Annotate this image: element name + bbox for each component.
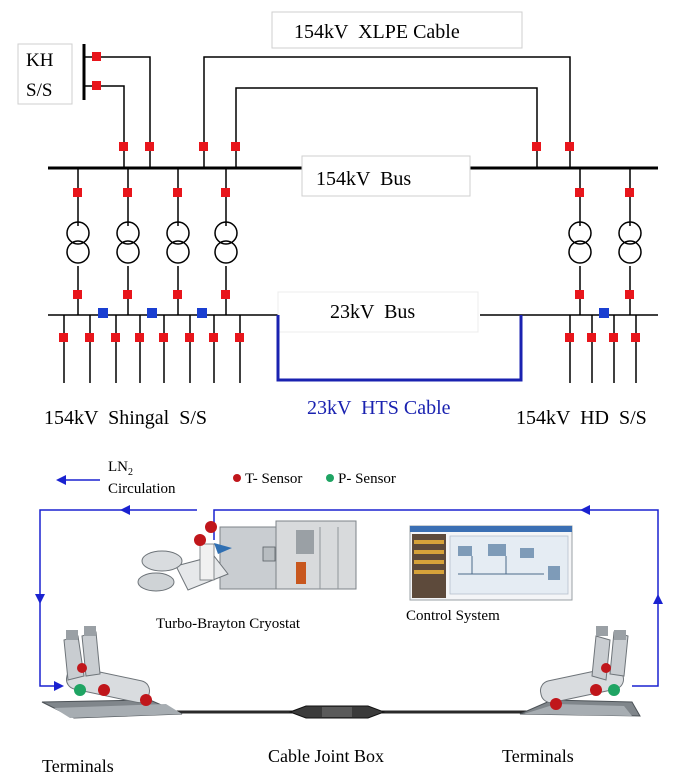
control-system-label: Control System [406,608,500,624]
flow-arrow-icon [653,594,663,604]
bus-23kv-label: 23kV Bus [330,301,415,323]
hts-cable-route [276,315,523,382]
bus154-label-box [301,155,471,197]
circuit-breaker [625,290,634,299]
circuit-breaker [575,188,584,197]
bus-tie-breaker [147,308,157,318]
circuit-breaker [123,290,132,299]
circuit-breaker [609,333,618,342]
bus-154kv-label: 154kV Bus [316,168,411,190]
bus-tie-breaker [98,308,108,318]
p-sensor-label: P- Sensor [338,471,396,487]
kh-label-box [17,43,73,105]
circuit-breaker [532,142,541,151]
circuit-breaker [73,188,82,197]
circuit-breaker [221,188,230,197]
circuit-breaker [135,333,144,342]
xlpe-label-box [271,11,523,49]
xlpe-cable-routes [84,56,571,168]
circuit-breaker [231,142,240,151]
circuit-breaker [575,290,584,299]
bus-tie-breakers [98,308,609,318]
circuit-breaker [185,333,194,342]
circuit-breaker [119,142,128,151]
circuit-breaker [209,333,218,342]
circuit-breaker [92,81,101,90]
kh-feeder-lower [84,85,125,168]
ln2-supply-right [213,509,659,687]
cooling-system-diagram: LN2 Circulation T- Sensor P- Sensor [35,459,663,776]
ln2-label: LN2 [108,459,133,478]
ln2-flow-arrows [35,505,663,691]
circuit-breaker [625,188,634,197]
feeders [63,315,637,383]
flow-arrow-icon [120,505,130,515]
flow-arrow-icon [54,681,64,691]
shingal-ss-label: 154kV Shingal S/S [44,407,207,429]
terminal-right-icon [519,626,641,717]
circuit-breaker [92,52,101,61]
circuit-breaker [565,333,574,342]
flow-arrow-icon [580,505,590,515]
circuit-breaker [631,333,640,342]
terminal-left-icon [41,626,183,719]
circuit-breakers [59,52,640,342]
single-line-diagram: 154kV XLPE Cable KH S/S 154kV Bus [17,11,658,429]
hts-cable-label: 23kV HTS Cable [307,397,451,419]
circuit-breaker [173,290,182,299]
xlpe-cable-outer [203,56,571,168]
control-system-icon [409,525,573,601]
xlpe-cable-inner [235,87,538,168]
t-sensor-label: T- Sensor [245,471,302,487]
kh-ss-label: S/S [26,80,52,101]
cryostat-label: Turbo-Brayton Cryostat [156,616,301,632]
cable-joint-box-icon [288,705,386,719]
kh-label: KH [26,50,54,71]
circuit-breaker [235,333,244,342]
circulation-label: Circulation [108,481,176,497]
terminals-left-label: Terminals [42,756,114,776]
p-sensor-legend-icon [326,474,334,482]
circuit-breaker [111,333,120,342]
bus-tie-breaker [599,308,609,318]
terminals-right-label: Terminals [502,746,574,766]
circuit-breaker [221,290,230,299]
circuit-breaker [159,333,168,342]
cable-joint-box-label: Cable Joint Box [268,746,384,766]
flow-arrow-icon [35,594,45,604]
xlpe-cable-label: 154kV XLPE Cable [294,21,460,43]
circuit-breaker [587,333,596,342]
t-sensor-legend-icon [233,474,241,482]
bus-tie-breaker [197,308,207,318]
hd-ss-label: 154kV HD S/S [516,407,647,429]
ln2-arrow-head [56,475,66,485]
circuit-breaker [85,333,94,342]
circuit-breaker [59,333,68,342]
circuit-breaker [199,142,208,151]
circuit-breaker [123,188,132,197]
circuit-breaker [73,290,82,299]
circuit-breaker [145,142,154,151]
circuit-breaker [173,188,182,197]
cryostat-icon [137,520,357,592]
ln2-return-left [39,509,197,687]
kh-feeder-upper [84,56,151,168]
circuit-breaker [565,142,574,151]
bus23-label-box [277,291,479,333]
